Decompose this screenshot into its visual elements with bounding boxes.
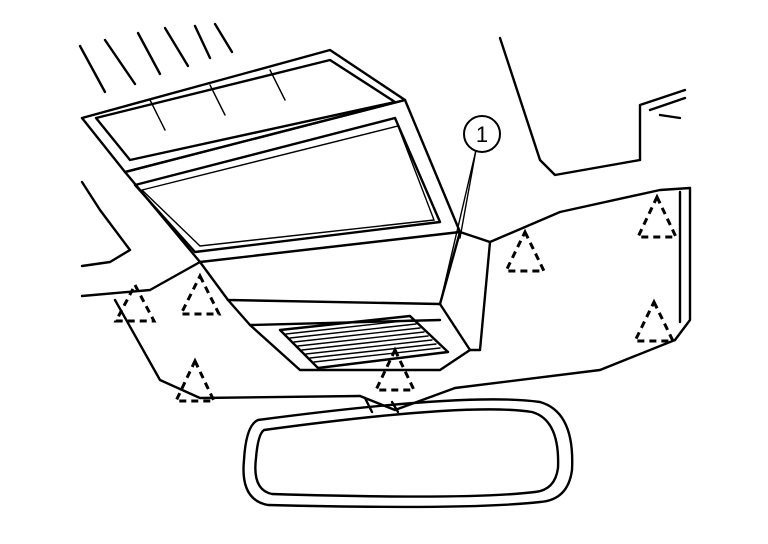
- sunroof-slats: [78, 22, 234, 94]
- callout-1: 1: [439, 115, 501, 305]
- clip-marker-6: [635, 193, 679, 239]
- clip-marker-7: [632, 298, 676, 343]
- clip-marker-3: [173, 357, 217, 403]
- clip-marker-2: [178, 272, 222, 316]
- console-housing: [80, 48, 462, 306]
- clip-marker-4: [373, 346, 417, 392]
- rear-view-mirror: [242, 396, 574, 509]
- grille-slats: [285, 319, 441, 363]
- headliner: [80, 36, 692, 412]
- callout-1-label: 1: [476, 122, 488, 147]
- speaker-grille: [278, 314, 450, 370]
- clip-marker-1: [113, 281, 157, 323]
- lower-lamp-housing: [226, 298, 472, 372]
- clip-marker-5: [503, 228, 547, 273]
